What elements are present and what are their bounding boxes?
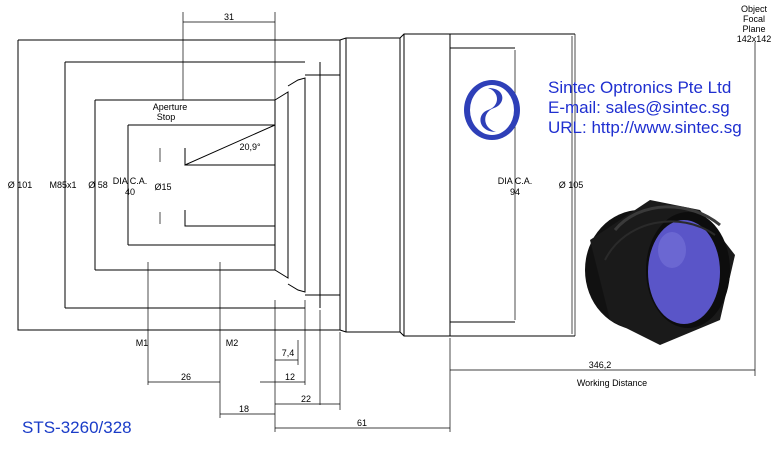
m2-label: M2 — [226, 338, 239, 348]
angle-label: 20,9° — [239, 142, 261, 152]
dim-31: 31 — [224, 12, 234, 22]
dim-7-4: 7,4 — [282, 348, 295, 358]
d15-label: Ø15 — [154, 182, 171, 192]
d101-label: Ø 101 — [8, 180, 33, 190]
lens-outline — [17, 33, 575, 337]
company-name: Sintec Optronics Pte Ltd — [548, 78, 732, 97]
aperture-stop-line-1: Aperture — [153, 102, 188, 112]
dim-12: 12 — [285, 372, 295, 382]
d58-label: Ø 58 — [88, 180, 108, 190]
dim-18: 18 — [239, 404, 249, 414]
model-number: STS-3260/328 — [22, 418, 132, 437]
company-url: URL: http://www.sintec.sg — [548, 118, 742, 137]
sintec-logo — [464, 80, 520, 140]
object-plane-line-2: Focal — [743, 14, 765, 24]
dia-ca-40-line-1: DIA C.A. — [113, 176, 148, 186]
diameter-dimensions — [17, 34, 576, 336]
dim-22: 22 — [301, 394, 311, 404]
object-plane-line-4: 142x142 — [737, 34, 772, 44]
dim-346-2: 346,2 — [589, 360, 612, 370]
aperture-stop-line-2: Stop — [157, 112, 176, 122]
m85-label: M85x1 — [49, 180, 76, 190]
company-email: E-mail: sales@sintec.sg — [548, 98, 730, 117]
dia-ca-94-line-2: 94 — [510, 187, 520, 197]
dia-ca-40-line-2: 40 — [125, 187, 135, 197]
object-plane-line-3: Plane — [742, 24, 765, 34]
object-plane-line-1: Object — [741, 4, 768, 14]
drawing-labels: 31 7,4 12 22 26 18 61 346,2 Working Dist… — [8, 4, 772, 428]
dim-61: 61 — [357, 418, 367, 428]
company-info: Sintec Optronics Pte Ltd E-mail: sales@s… — [548, 78, 742, 138]
length-dimensions — [147, 12, 756, 432]
m1-label: M1 — [136, 338, 149, 348]
dia-ca-94-line-1: DIA C.A. — [498, 176, 533, 186]
lens-product-photo — [585, 200, 735, 345]
dim-26: 26 — [181, 372, 191, 382]
d105-label: Ø 105 — [559, 180, 584, 190]
working-distance-label: Working Distance — [577, 378, 647, 388]
